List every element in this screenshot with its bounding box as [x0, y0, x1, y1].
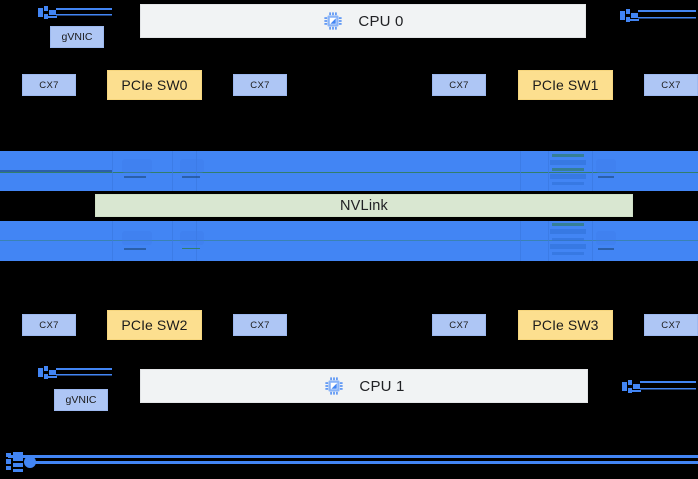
gvnic-bottom-label: gVNIC: [65, 394, 97, 406]
network-link-icon-bottom-right: [622, 380, 696, 393]
cpu-0[interactable]: CPU 0: [140, 4, 586, 38]
cpu-1-label: CPU 1: [359, 377, 405, 395]
cpu-chip-icon: [324, 12, 343, 30]
gvnic-top[interactable]: gVNIC: [50, 26, 104, 48]
cx7-3[interactable]: CX7: [644, 74, 698, 96]
pcie-sw2[interactable]: PCIe SW2: [107, 310, 202, 340]
gpu-band-bottom: [0, 221, 698, 261]
network-link-icon-top-right: [620, 9, 696, 22]
cx7-1-label: CX7: [250, 79, 270, 91]
nvlink-label: NVLink: [340, 197, 388, 214]
pcie-sw0-label: PCIe SW0: [121, 77, 188, 93]
cx7-0-label: CX7: [39, 79, 59, 91]
cx7-1[interactable]: CX7: [233, 74, 287, 96]
gvnic-top-label: gVNIC: [61, 31, 93, 43]
cx7-2[interactable]: CX7: [432, 74, 486, 96]
network-link-icon-bottom-left: [38, 366, 112, 379]
nvlink-bar[interactable]: NVLink: [95, 194, 633, 217]
cx7-0[interactable]: CX7: [22, 74, 76, 96]
network-link-icon-top-left: [38, 6, 112, 19]
pcie-sw1[interactable]: PCIe SW1: [518, 70, 613, 100]
cpu-0-label: CPU 0: [358, 12, 404, 30]
pcie-sw2-label: PCIe SW2: [121, 317, 188, 333]
network-link-icon-fabric: [6, 452, 36, 472]
cx7-4[interactable]: CX7: [22, 314, 76, 336]
pcie-sw3[interactable]: PCIe SW3: [518, 310, 613, 340]
network-fabric-bar: [0, 455, 698, 465]
cx7-4-label: CX7: [39, 319, 59, 331]
gpu-band-top: [0, 151, 698, 191]
cpu-1[interactable]: CPU 1: [140, 369, 588, 403]
cx7-3-label: CX7: [661, 79, 681, 91]
cx7-6-label: CX7: [449, 319, 469, 331]
cpu-chip-icon: [325, 377, 344, 395]
cx7-6[interactable]: CX7: [432, 314, 486, 336]
gvnic-bottom[interactable]: gVNIC: [54, 389, 108, 411]
cx7-5-label: CX7: [250, 319, 270, 331]
cx7-7[interactable]: CX7: [644, 314, 698, 336]
pcie-sw1-label: PCIe SW1: [532, 77, 599, 93]
cx7-2-label: CX7: [449, 79, 469, 91]
pcie-sw0[interactable]: PCIe SW0: [107, 70, 202, 100]
pcie-sw3-label: PCIe SW3: [532, 317, 599, 333]
cx7-5[interactable]: CX7: [233, 314, 287, 336]
cx7-7-label: CX7: [661, 319, 681, 331]
